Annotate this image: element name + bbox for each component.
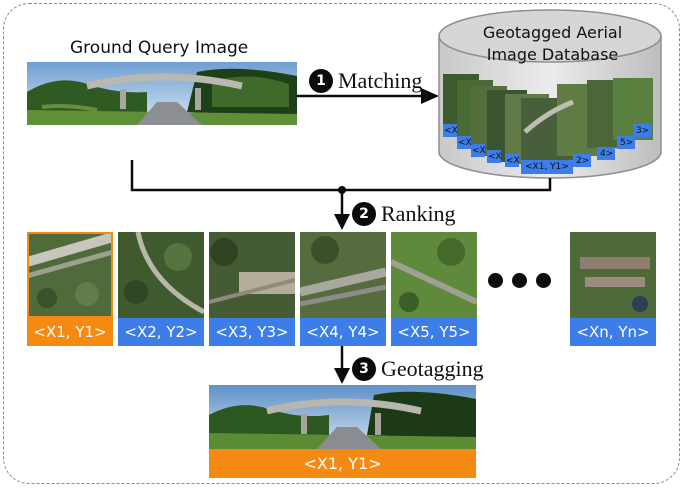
diagram-frame [3,3,680,484]
db-tile-label: <X [472,146,486,156]
step-1-badge: 1 [309,69,333,93]
database-title-line2: Image Database [486,45,619,64]
db-tile-label: 3> [636,126,650,136]
candidate-2: <X2, Y2> [118,232,204,346]
db-tile-label: <X [488,152,502,162]
coord-label: <X1, Y1> [27,318,113,346]
step-2-label: Ranking [381,201,456,226]
geotagged-result-image [209,385,476,449]
step-matching: 1 Matching [309,68,422,94]
coord-label: <Xn, Yn> [570,318,656,346]
geotagging-arrow [334,346,350,384]
ranking-connector [130,160,552,230]
ground-query-image [27,62,297,125]
step-1-label: Matching [338,68,423,93]
ellipsis [488,273,551,288]
matching-arrow [297,88,439,104]
coord-label: <X3, Y3> [209,318,295,346]
aerial-database [437,2,663,180]
coord-label: <X2, Y2> [118,318,204,346]
coord-label: <X5, Y5> [391,318,477,346]
step-3-badge: 3 [352,357,376,381]
step-2-badge: 2 [352,202,376,226]
database-tile-labels: <X <X <X <X <X <X1, Y1> 2> 4> 5> 3> [437,2,663,180]
ellipsis-dot [536,273,551,288]
db-tile-label: 2> [576,156,590,166]
db-tile-label: <X1, Y1> [525,162,569,172]
step-ranking: 2 Ranking [352,201,456,227]
database-title: Geotagged Aerial Image Database [470,22,635,66]
candidate-5: <X5, Y5> [391,232,477,346]
step-3-label: Geotagging [381,356,484,381]
candidate-4: <X4, Y4> [300,232,386,346]
ellipsis-dot [512,273,527,288]
db-tile-label: <X [506,156,520,166]
candidate-n: <Xn, Yn> [570,232,656,346]
ground-query-title: Ground Query Image [70,38,249,58]
aerial-thumbnail [570,232,656,318]
ellipsis-dot [488,273,503,288]
database-title-line1: Geotagged Aerial [482,23,623,42]
coord-label: <X4, Y4> [300,318,386,346]
db-tile-label: 4> [600,149,614,159]
aerial-thumbnail [209,232,295,318]
aerial-thumbnail [27,232,113,318]
candidate-3: <X3, Y3> [209,232,295,346]
db-tile-label: <X [444,126,458,136]
aerial-thumbnail [391,232,477,318]
db-tile-label: 5> [620,138,634,148]
aerial-thumbnail [300,232,386,318]
db-tile-label: <X [458,138,472,148]
aerial-thumbnail [118,232,204,318]
candidate-1: <X1, Y1> [27,232,113,346]
result-coord-label: <X1, Y1> [209,449,476,478]
step-geotagging: 3 Geotagging [352,356,484,382]
